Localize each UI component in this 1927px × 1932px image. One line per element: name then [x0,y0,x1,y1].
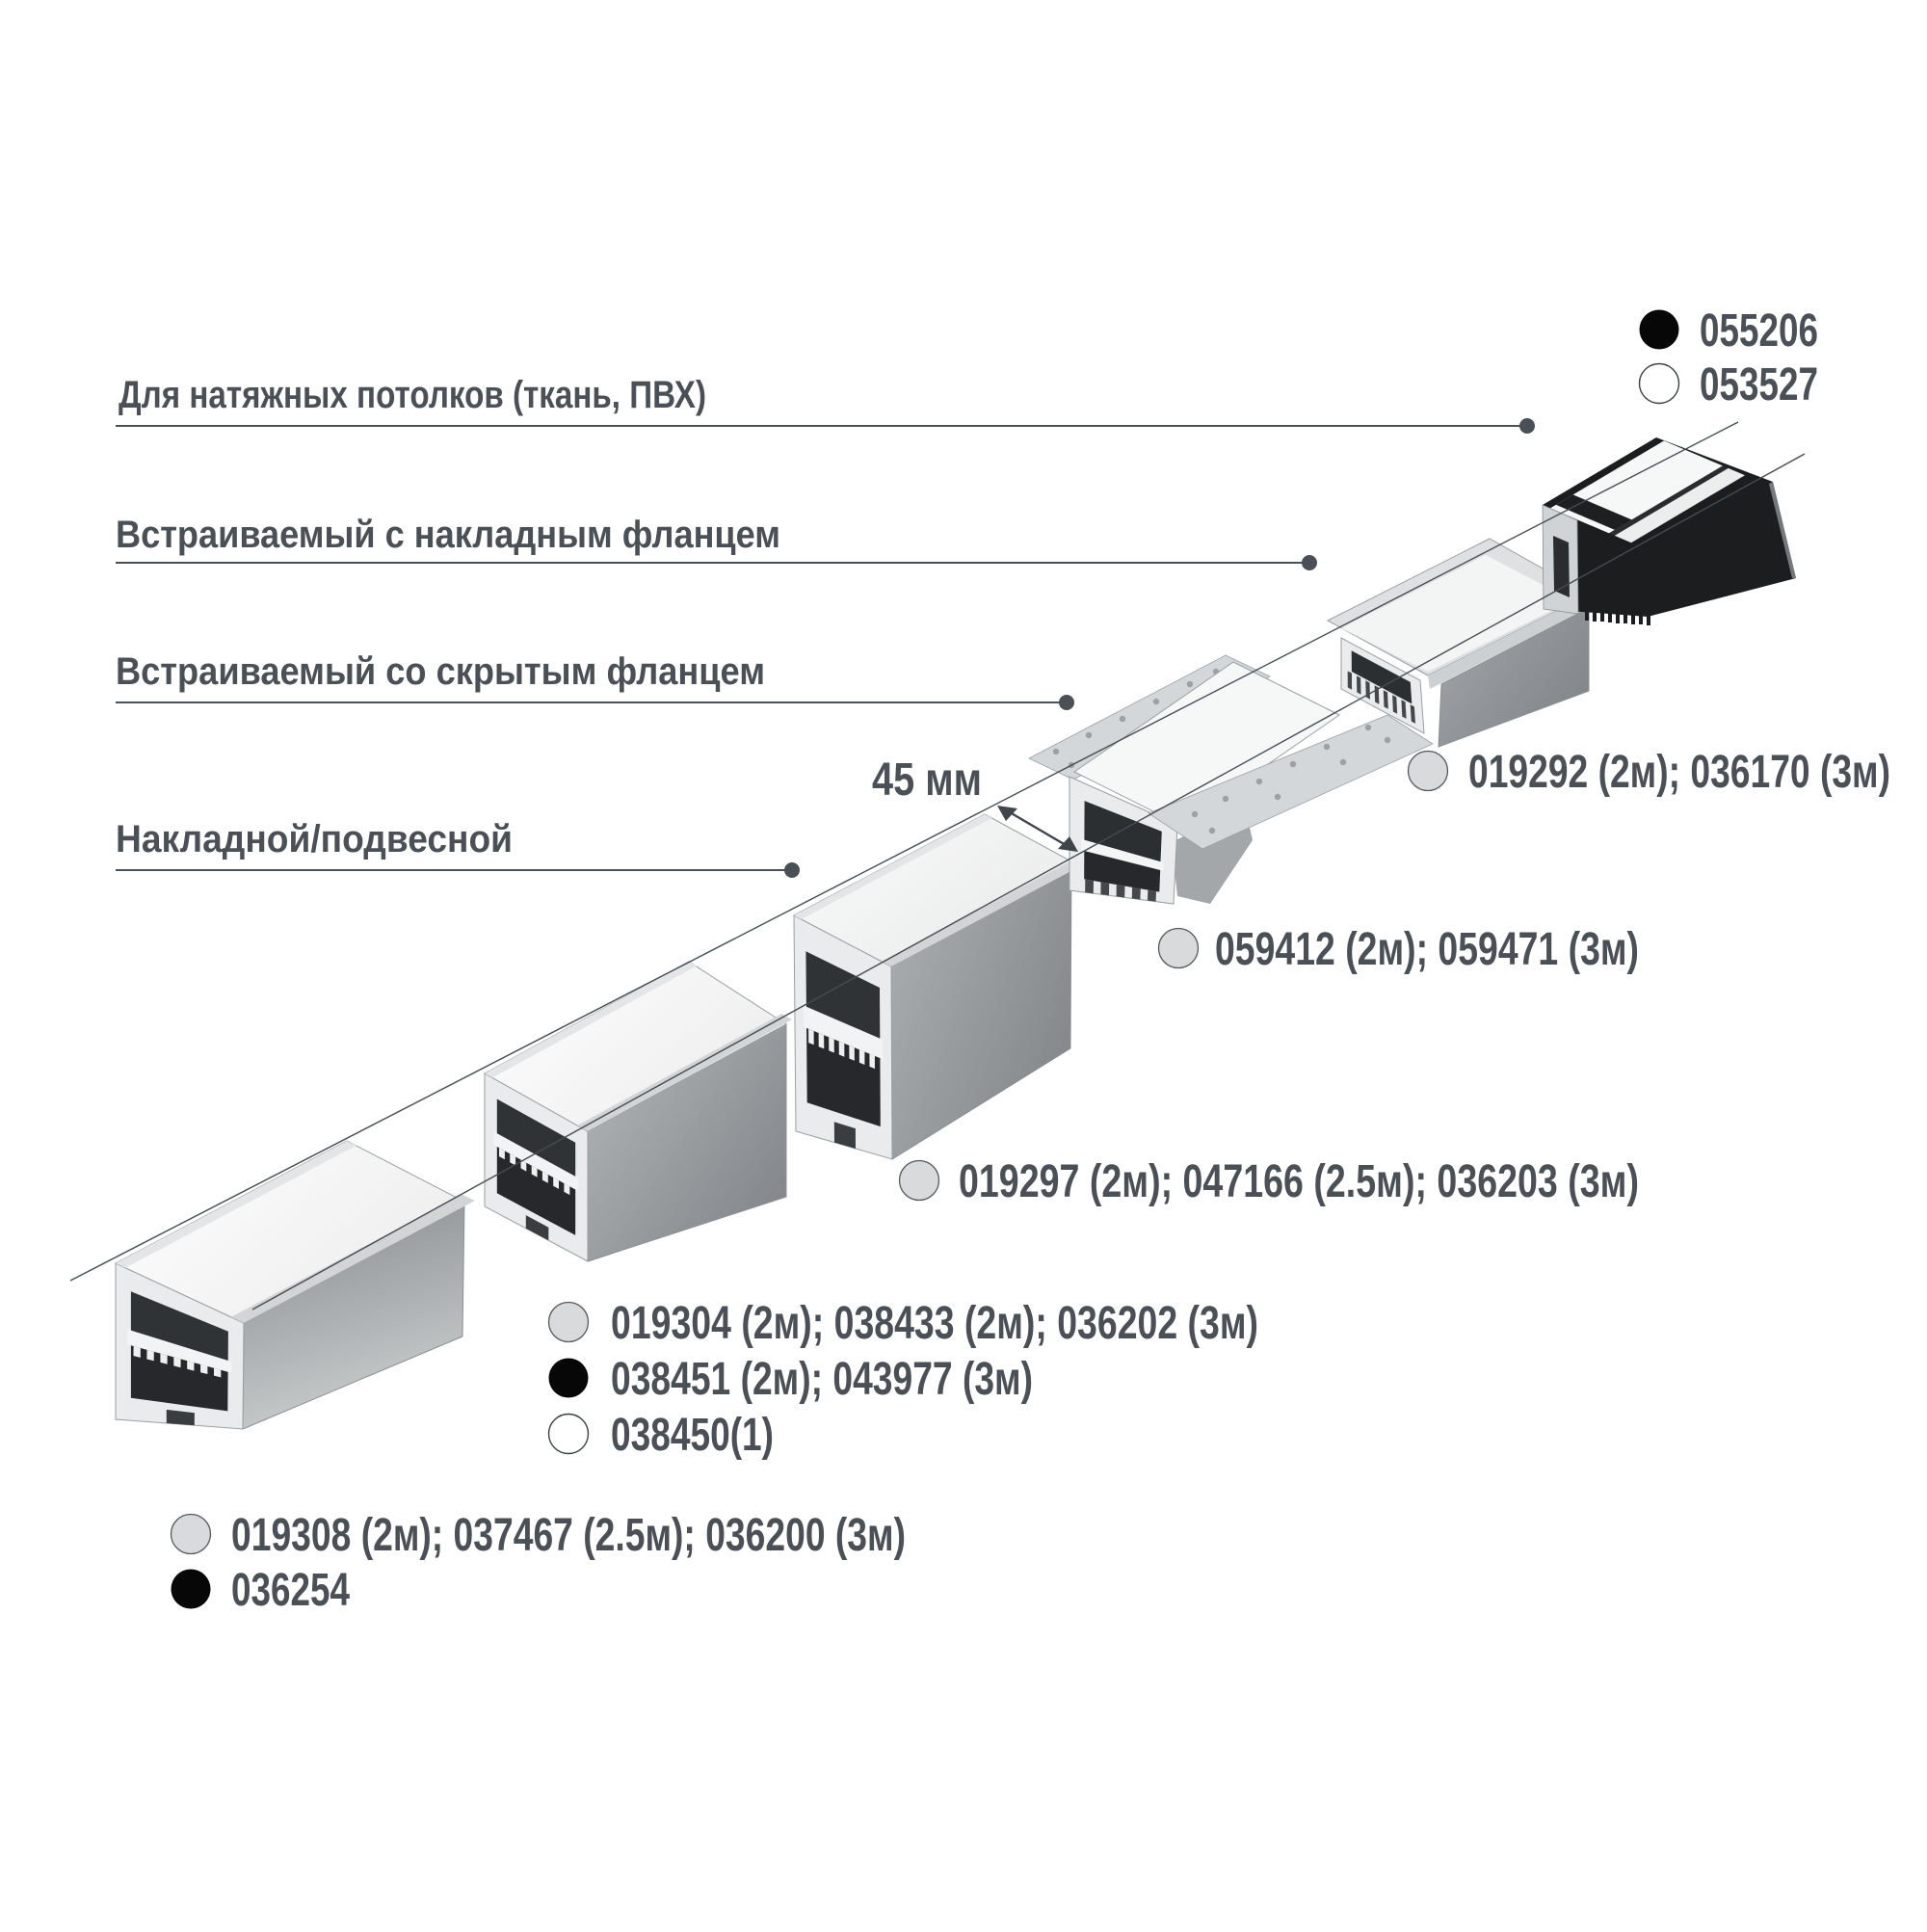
svg-text:019304 (2м); 038433 (2м); 0362: 019304 (2м); 038433 (2м); 036202 (3м) [611,1298,1258,1349]
svg-text:019292 (2м); 036170 (3м): 019292 (2м); 036170 (3м) [1468,747,1890,798]
svg-text:45 мм: 45 мм [872,754,982,806]
svg-text:019297 (2м); 047166 (2.5м); 03: 019297 (2м); 047166 (2.5м); 036203 (3м) [959,1156,1639,1207]
svg-text:038451 (2м); 043977 (3м): 038451 (2м); 043977 (3м) [611,1354,1033,1405]
svg-text:053527: 053527 [1700,359,1818,410]
svg-text:036254: 036254 [231,1565,350,1616]
svg-text:059412 (2м); 059471 (3м): 059412 (2м); 059471 (3м) [1215,924,1639,975]
svg-text:038450(1): 038450(1) [611,1410,774,1461]
svg-text:055206: 055206 [1700,305,1818,357]
svg-text:019308 (2м); 037467 (2.5м); 03: 019308 (2м); 037467 (2.5м); 036200 (3м) [231,1510,906,1561]
svg-text:Встраиваемый со скрытым фланце: Встраиваемый со скрытым фланцем [116,650,765,693]
svg-text:Накладной/подвесной: Накладной/подвесной [116,818,513,860]
svg-text:Для натяжных потолков (ткань,: Для натяжных потолков (ткань, ПВХ) [119,374,706,416]
svg-text:Встраиваемый с накладным фланц: Встраиваемый с накладным фланцем [116,514,780,556]
